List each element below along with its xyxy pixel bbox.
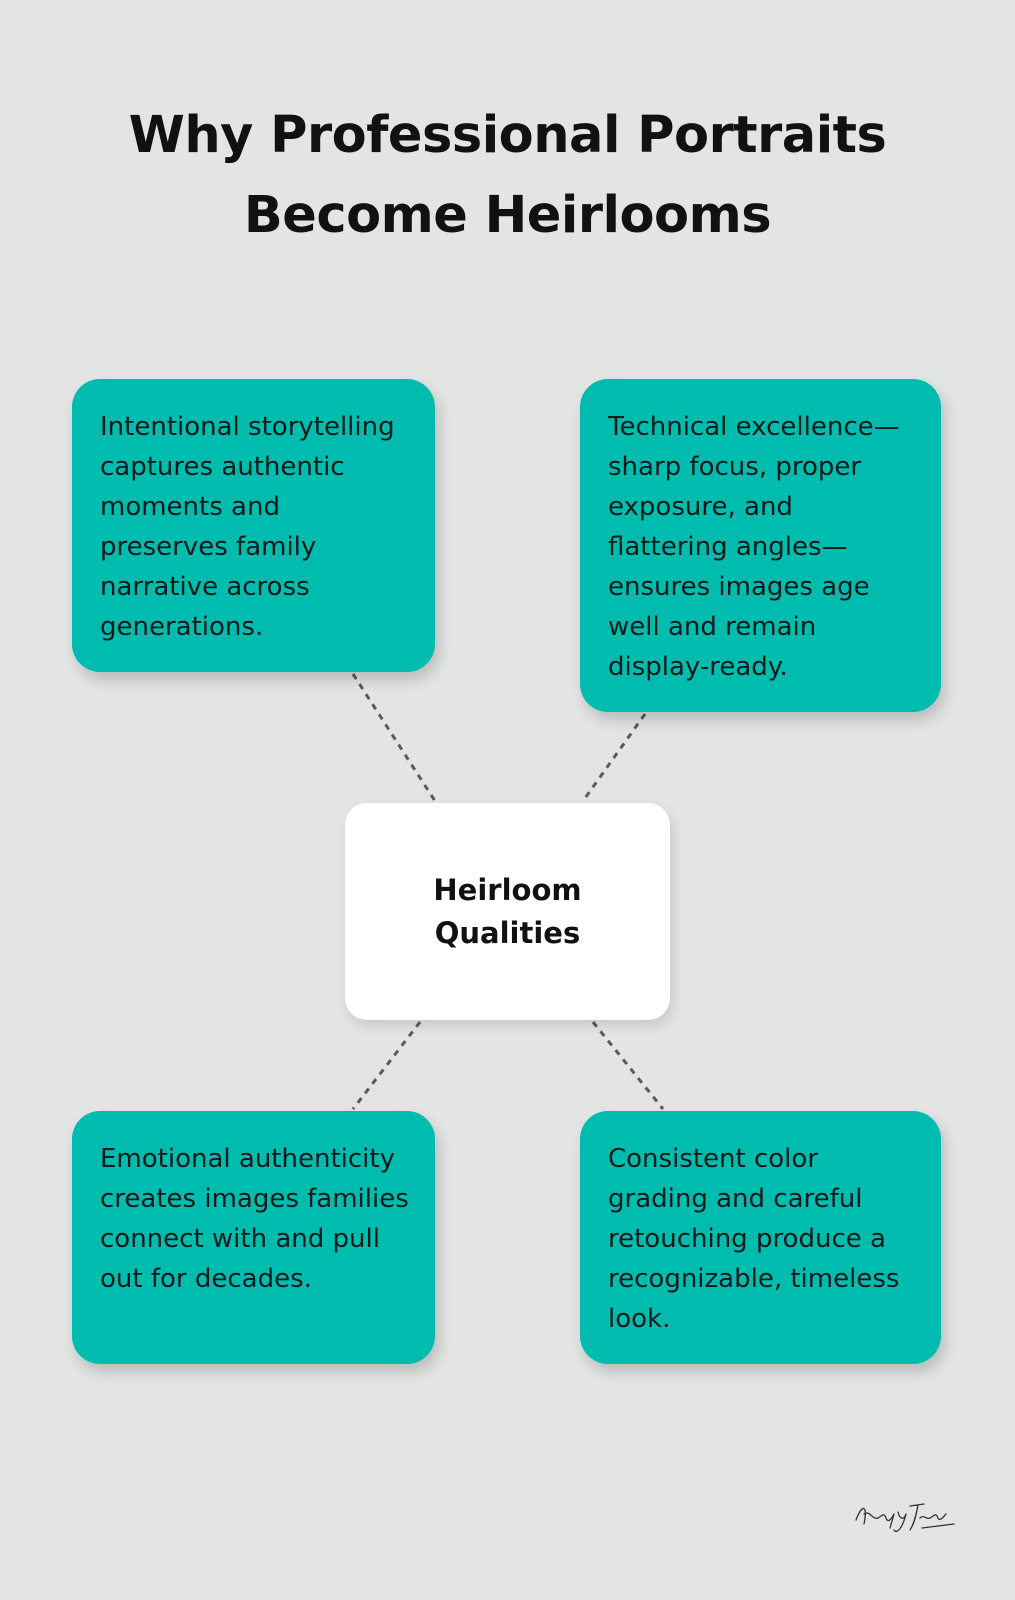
- center-node: Heirloom Qualities: [345, 803, 670, 1020]
- page-title: Why Professional Portraits Become Heirlo…: [0, 96, 1015, 256]
- connector-top-left: [351, 673, 437, 802]
- connector-bottom-right: [591, 1021, 665, 1110]
- card-storytelling: Intentional storytelling captures authen…: [72, 379, 435, 672]
- center-label: Heirloom Qualities: [433, 872, 582, 950]
- connector-top-right: [581, 713, 647, 802]
- card-color-grading: Consistent color grading and careful ret…: [580, 1111, 941, 1364]
- card-emotional-authenticity: Emotional authenticity creates images fa…: [72, 1111, 435, 1364]
- signature-logo: [855, 1503, 955, 1533]
- connector-bottom-left: [351, 1021, 422, 1110]
- title-line-2: Become Heirlooms: [243, 186, 772, 245]
- title-line-1: Why Professional Portraits: [128, 106, 887, 165]
- card-technical-excellence: Technical excellence—sharp focus, proper…: [580, 379, 941, 712]
